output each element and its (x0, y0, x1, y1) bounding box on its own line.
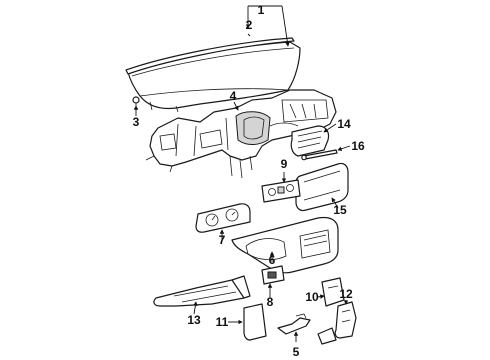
instrument-panel-frame (145, 89, 337, 179)
callout-13: 13 (187, 313, 201, 327)
dash-weatherstrip (125, 37, 295, 75)
mounting-bracket (277, 313, 311, 335)
callout-6: 6 (269, 253, 276, 267)
callout-3: 3 (133, 115, 140, 129)
callout-10: 10 (305, 290, 319, 304)
callout-15: 15 (333, 203, 347, 217)
callout-2: 2 (246, 18, 253, 32)
callout-14: 14 (337, 117, 351, 131)
callout-5: 5 (293, 345, 300, 359)
callout-labels: 1 2 3 4 5 6 7 8 9 10 11 12 13 14 15 16 (133, 3, 365, 359)
instrument-cluster (195, 203, 251, 233)
callout-1: 1 (258, 3, 265, 17)
callout-4: 4 (230, 89, 237, 103)
knee-bolster (153, 275, 251, 307)
dash-switch (261, 265, 285, 285)
callout-11: 11 (216, 315, 229, 329)
vent-assembly (290, 125, 330, 157)
callout-8: 8 (267, 295, 274, 309)
callout-16: 16 (351, 139, 365, 153)
callout-9: 9 (281, 157, 288, 171)
climate-control (261, 179, 301, 203)
end-cap (243, 303, 267, 341)
glove-box-latch (301, 149, 338, 161)
callout-7: 7 (219, 233, 226, 247)
callout-12: 12 (339, 287, 353, 301)
right-side-panel (317, 301, 357, 345)
dash-top-pad (127, 41, 301, 113)
cluster-bezel (231, 216, 339, 274)
leader-lines (133, 5, 351, 342)
